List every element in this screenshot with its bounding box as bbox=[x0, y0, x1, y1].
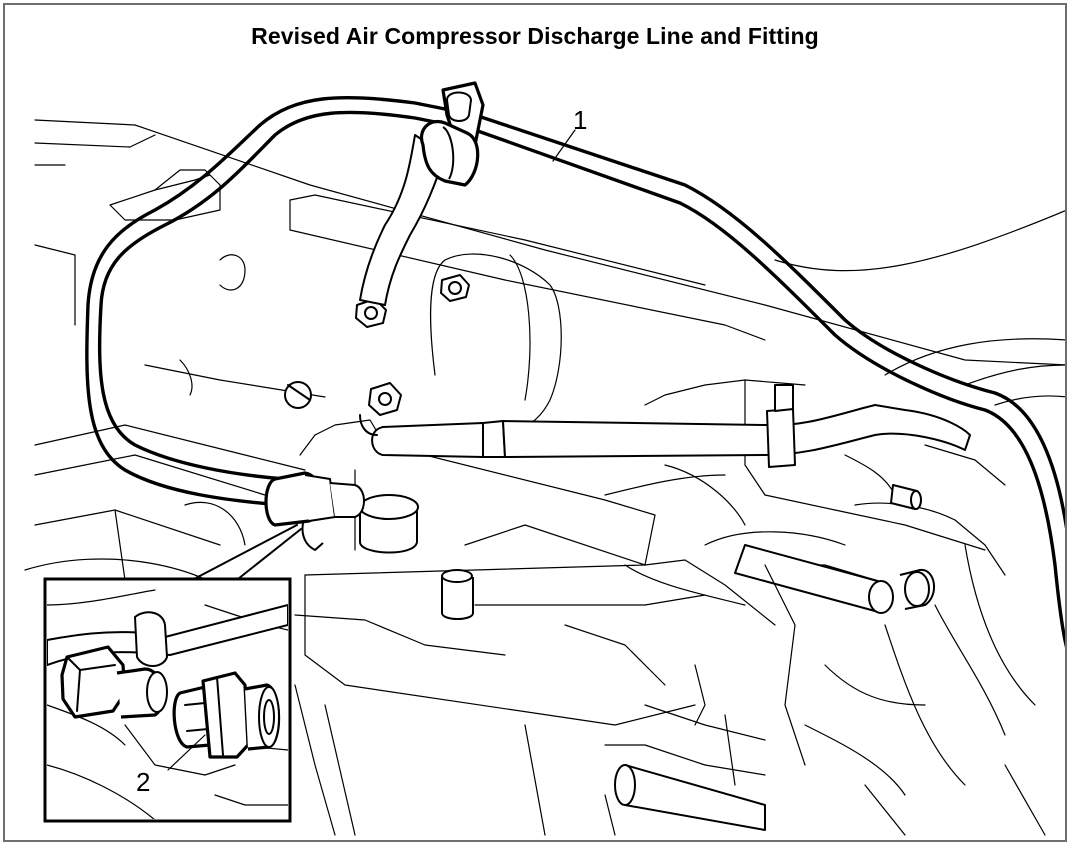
callout-2-label: 2 bbox=[136, 767, 150, 797]
callout-1: 1 bbox=[552, 105, 587, 162]
hose-clamp bbox=[766, 384, 796, 468]
engine-illustration: 1 bbox=[24, 81, 1065, 836]
compressor-bolt bbox=[355, 298, 387, 328]
lower-rail bbox=[614, 764, 766, 831]
oil-filler-cap bbox=[359, 494, 419, 554]
diagram-frame: Revised Air Compressor Discharge Line an… bbox=[3, 3, 1067, 842]
compressor-bolt bbox=[368, 382, 402, 416]
coolant-pipe bbox=[734, 544, 894, 614]
detail-inset: 2 bbox=[43, 577, 292, 823]
coolant-pipe-end bbox=[899, 568, 935, 610]
inset-leader bbox=[193, 524, 302, 580]
dowel-pin bbox=[441, 569, 474, 620]
revised-fitting bbox=[172, 671, 281, 759]
callout-1-label: 1 bbox=[573, 105, 587, 135]
discharge-fitting bbox=[264, 471, 365, 551]
lower-hose bbox=[359, 384, 971, 468]
compressor-bolt bbox=[284, 381, 312, 409]
sensor-stub bbox=[890, 484, 922, 510]
hex-nut bbox=[60, 645, 127, 719]
line-support-bracket bbox=[359, 81, 485, 306]
compressor-bolt bbox=[440, 274, 470, 302]
figure-title: Revised Air Compressor Discharge Line an… bbox=[251, 23, 819, 49]
